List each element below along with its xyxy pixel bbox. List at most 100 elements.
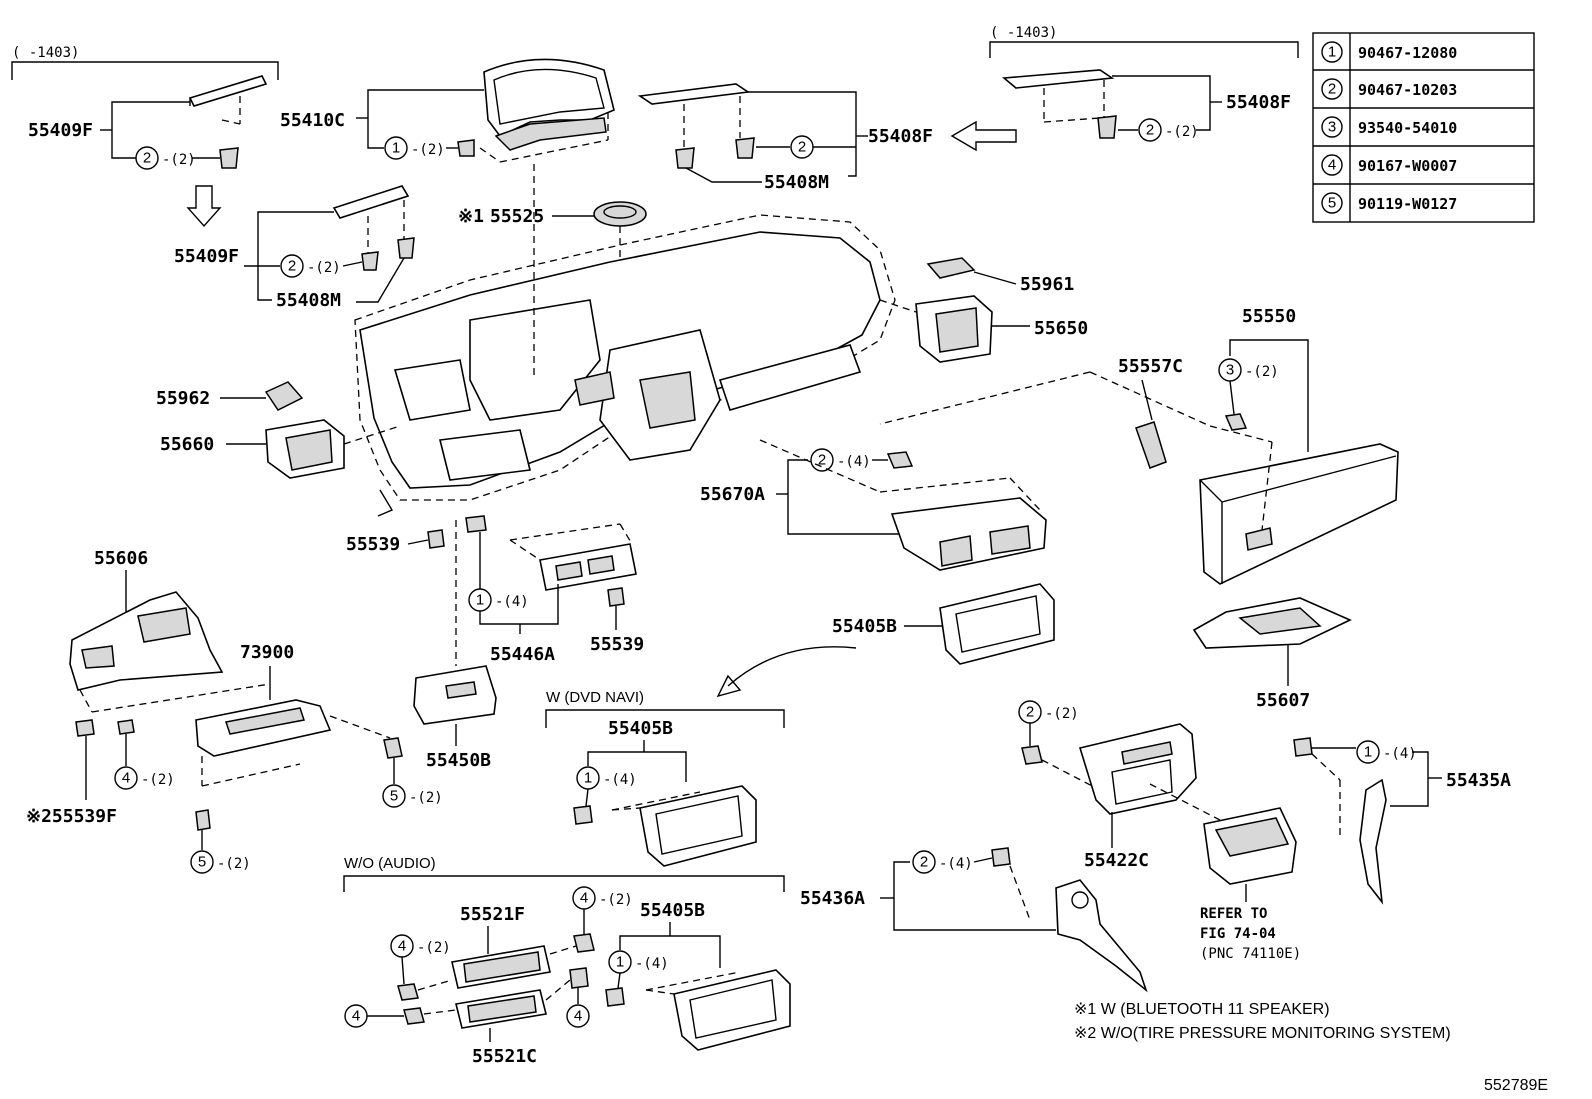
part-label-55521F: 55521F — [460, 904, 525, 925]
refer-pnc-label: (PNC 74110E) — [1200, 946, 1301, 962]
arrow-down-icon — [186, 185, 222, 228]
part-label-55521C: 55521C — [472, 1046, 537, 1067]
legend-num: 3 — [1328, 119, 1336, 136]
part-label-55409F: 55409F — [28, 120, 93, 141]
clip-callout-num: 1 — [616, 954, 624, 971]
part-55607: 55607 — [1192, 597, 1352, 711]
part-55436A-side-panel: 55436A 2 -(4) — [800, 847, 1148, 993]
qty-label: -(4) — [495, 594, 529, 610]
clip-callout-num: 1 — [584, 770, 592, 787]
range-label: ( -1403) — [12, 45, 79, 61]
legend-row-1: 1 90467-12080 — [1321, 41, 1457, 63]
part-55409F-lower: 55409F 2 -(2) 55408M — [174, 185, 415, 311]
part-label-55650: 55650 — [1034, 318, 1088, 339]
qty-label: -(2) — [409, 790, 443, 806]
part-label-73900: 73900 — [240, 642, 294, 663]
screw-callout-num: 5 — [198, 854, 206, 871]
part-55409F-upper: 55409F 2 -(2) — [28, 75, 268, 228]
legend-num: 2 — [1328, 81, 1336, 98]
legend-part-number: 90467-12080 — [1358, 44, 1457, 62]
part-label-55405B: 55405B — [832, 616, 897, 637]
clip-callout-num: 1 — [476, 592, 484, 609]
legend-table: 1 90467-12080 2 90467-10203 3 93540-5401… — [1312, 32, 1535, 223]
part-55408F-center: 55408F 2 55408M — [637, 83, 1017, 193]
part-label-55961: 55961 — [1020, 274, 1074, 295]
part-55408F-right: 55408F 2 -(2) — [1001, 69, 1291, 142]
legend-part-number: 93540-54010 — [1358, 119, 1457, 137]
section-dvd-navi: W (DVD NAVI) 55405B 1 -(4) — [545, 689, 785, 867]
range-bracket-left: ( -1403) — [11, 45, 279, 80]
refer-to-label: REFER TO — [1200, 906, 1267, 922]
footnote-2: ※2 W/O(TIRE PRESSURE MONITORING SYSTEM) — [1074, 1025, 1451, 1042]
part-label-55606: 55606 — [94, 548, 148, 569]
part-label-55408M: 55408M — [276, 290, 341, 311]
qty-label: -(2) — [1245, 364, 1279, 380]
part-55446A-switch-panel: 55539 1 -(4) 55446A 55539 — [346, 515, 644, 666]
qty-label: -(2) — [1165, 124, 1199, 140]
section-without-audio: W/O (AUDIO) 55521F 4 -(2) 4 -(2) 55521C … — [343, 855, 791, 1067]
qty-label: -(4) — [1383, 746, 1417, 762]
arrow-icon — [716, 674, 742, 698]
legend-row-2: 2 90467-10203 — [1321, 78, 1457, 100]
screw-callout-num: 4 — [398, 938, 406, 955]
section-title-audio: W/O (AUDIO) — [344, 855, 436, 872]
clip-callout-num: 2 — [920, 854, 928, 871]
legend-part-number: 90467-10203 — [1358, 81, 1457, 99]
part-label-55405B: 55405B — [608, 718, 673, 739]
part-label-55660: 55660 — [160, 434, 214, 455]
qty-label: -(4) — [635, 956, 669, 972]
part-label-55525: 55525 — [490, 206, 544, 227]
part-label-55962: 55962 — [156, 388, 210, 409]
footnote-1: ※1 W (BLUETOOTH 11 SPEAKER) — [1074, 1001, 1330, 1018]
part-label-55607: 55607 — [1256, 690, 1310, 711]
legend-num: 5 — [1328, 195, 1336, 212]
clip-callout-num: 2 — [798, 139, 806, 156]
part-55422C-center-panel: 2 -(2) 55422C — [1018, 700, 1221, 871]
instrument-panel-body — [354, 214, 896, 517]
screw-callout-num: 5 — [390, 788, 398, 805]
legend-num: 1 — [1328, 44, 1336, 61]
part-55410C-meter-hood: 55410C 1 -(2) — [280, 58, 615, 380]
legend-row-5: 5 90119-W0127 — [1321, 192, 1457, 214]
part-label-55670A: 55670A — [700, 484, 765, 505]
qty-label: -(2) — [1045, 706, 1079, 722]
screw-callout-num: 4 — [122, 770, 130, 787]
part-55539F: ※255539F 4 -(2) — [26, 719, 175, 827]
clip-callout-num: 1 — [1364, 744, 1372, 761]
part-label-55557C: 55557C — [1118, 356, 1183, 377]
legend-num: 4 — [1328, 157, 1336, 174]
part-label-55409F: 55409F — [174, 246, 239, 267]
section-title-dvd: W (DVD NAVI) — [546, 689, 644, 706]
clip-callout-num: 2 — [1026, 704, 1034, 721]
part-55405B-bezel: 55405B — [716, 583, 1055, 698]
part-label-55450B: 55450B — [426, 750, 491, 771]
legend-part-number: 90167-W0007 — [1358, 157, 1457, 175]
qty-label: -(2) — [307, 260, 341, 276]
qty-label: -(4) — [837, 454, 871, 470]
refer-fig-label: FIG 74-04 — [1200, 926, 1276, 942]
part-label-55408M: 55408M — [764, 172, 829, 193]
arrow-left-icon — [950, 120, 1017, 152]
part-label-55435A: 55435A — [1446, 770, 1511, 791]
figure-id: 552789E — [1484, 1077, 1548, 1094]
qty-label: -(2) — [141, 772, 175, 788]
screw-callout-num: 4 — [352, 1008, 360, 1025]
part-74110E-ashtray: REFER TO FIG 74-04 (PNC 74110E) — [1200, 807, 1301, 962]
part-55670A-center-cluster: 55670A 2 -(4) — [700, 439, 1047, 571]
part-55557C: 55557C — [1118, 356, 1183, 469]
clip-callout-num: 2 — [143, 150, 151, 167]
clip-callout-num: 2 — [288, 258, 296, 275]
qty-label: -(4) — [603, 772, 637, 788]
screw-callout-num: 3 — [1226, 362, 1234, 379]
clip-callout-num: 2 — [1146, 122, 1154, 139]
footnotes: ※1 W (BLUETOOTH 11 SPEAKER) ※2 W/O(TIRE … — [1074, 1001, 1548, 1094]
part-55550-glove-box: 55550 3 -(2) — [879, 306, 1399, 585]
clip-callout-num: 1 — [392, 140, 400, 157]
part-label-55539F: ※255539F — [26, 806, 117, 827]
qty-label: -(2) — [162, 152, 196, 168]
screw-callout-num: 4 — [580, 890, 588, 907]
part-55650-vent: 55650 — [879, 295, 1088, 363]
part-label-55436A: 55436A — [800, 888, 865, 909]
screw-callout-num: 4 — [574, 1008, 582, 1025]
